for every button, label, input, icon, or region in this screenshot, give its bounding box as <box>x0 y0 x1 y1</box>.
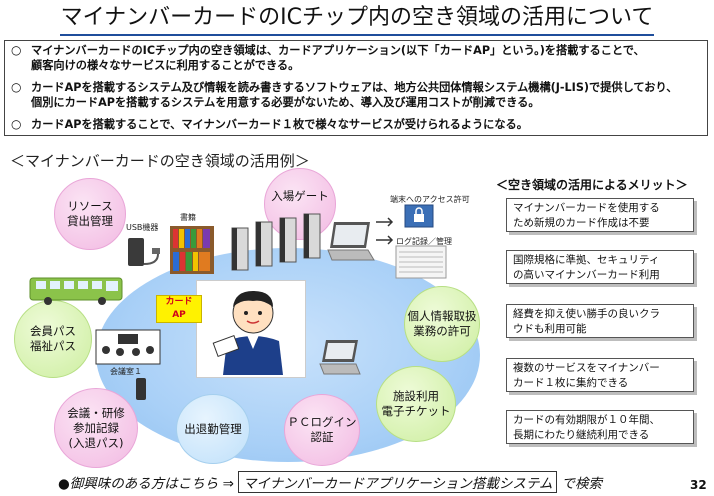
summary-bullet: ○ カードAPを搭載することで、マイナンバーカード１枚で様々なサービスが受けられ… <box>11 117 701 132</box>
circle-member: 会員パス 福祉パス <box>14 300 92 378</box>
summary-bullet: ○ マイナンバーカードのICチップ内の空き領域は、カードアプリケーション(以下「… <box>11 43 701 73</box>
summary-bullet: ○ カードAPを搭載するシステム及び情報を読み書きするソフトウェアは、地方公共団… <box>11 80 701 110</box>
page-title: マイナンバーカードのICチップ内の空き領域の活用について <box>60 2 654 36</box>
access-label: 端末へのアクセス許可 <box>390 195 470 204</box>
person-with-card-icon <box>212 291 283 375</box>
entry-gate-icon <box>231 213 321 271</box>
circle-personal: 個人情報取扱 業務の許可 <box>404 286 480 362</box>
usb-label: USB機器 <box>126 223 159 232</box>
laptop-icon <box>327 222 375 261</box>
summary-box: ○ マイナンバーカードのICチップ内の空き領域は、カードアプリケーション(以下「… <box>4 40 708 136</box>
merit-item: 国際規格に準拠、セキュリティ の高いマイナンバーカード利用 <box>506 250 694 284</box>
circle-gate: 入場ゲート <box>264 168 336 240</box>
circle-meeting: 会議・研修 参加記録 (入退パス) <box>54 388 138 468</box>
circle-pc-login: ＰＣログイン 認証 <box>284 394 360 466</box>
bookshelf-icon <box>170 226 214 274</box>
log-document-icon <box>395 245 447 279</box>
page-number: 32 <box>690 478 707 492</box>
card-reader-icon <box>136 378 146 400</box>
log-label: ログ記録／管理 <box>396 237 452 246</box>
bullet-mark: ○ <box>11 43 22 57</box>
bullet-text: カードAPを搭載するシステム及び情報を読み書きするソフトウェアは、地方公共団体情… <box>31 81 678 109</box>
merit-title: ＜空き領域の活用によるメリット＞ <box>496 178 688 192</box>
arrow-right-icon <box>376 217 394 245</box>
laptop-icon <box>319 340 361 375</box>
footer-search-term: マイナンバーカードアプリケーション搭載システム <box>237 471 558 493</box>
bullet-text: カードAPを搭載することで、マイナンバーカード１枚で様々なサービスが受けられるよ… <box>31 118 528 131</box>
circle-attendance: 出退勤管理 <box>176 394 250 464</box>
meeting-room-icon <box>95 329 161 365</box>
bullet-mark: ○ <box>11 117 22 131</box>
bullet-text: マイナンバーカードのICチップ内の空き領域は、カードアプリケーション(以下「カー… <box>31 44 645 72</box>
usb-device-icon <box>128 238 160 266</box>
bullet-mark: ○ <box>11 80 22 94</box>
footer-suffix: で検索 <box>561 476 602 492</box>
section-label: ＜マイナンバーカードの空き領域の活用例＞ <box>10 152 310 170</box>
merit-item: 経費を抑え使い勝手の良いクラ ウドも利用可能 <box>506 304 694 338</box>
meeting-room-label: 会議室１ <box>110 367 142 376</box>
circle-ticket: 施設利用 電子チケット <box>376 366 456 442</box>
circle-resource: リソース 貸出管理 <box>54 178 126 250</box>
merit-item: カードの有効期限が１０年間、 長期にわたり継続利用できる <box>506 410 694 444</box>
footer-search-hint: ●御興味のある方はこちら ⇒ マイナンバーカードアプリケーション搭載システム で… <box>58 471 602 493</box>
footer-prefix: ●御興味のある方はこちら ⇒ <box>58 476 234 492</box>
lock-screen-icon <box>404 204 434 228</box>
center-illustration <box>196 280 306 378</box>
merit-item: 複数のサービスをマイナンバー カード１枚に集約できる <box>506 358 694 392</box>
merit-item: マイナンバーカードを使用する ため新規のカード作成は不要 <box>506 198 694 232</box>
bus-icon <box>29 277 123 305</box>
card-ap-badge: カード AP <box>156 295 202 323</box>
books-label: 書籍 <box>180 213 196 222</box>
